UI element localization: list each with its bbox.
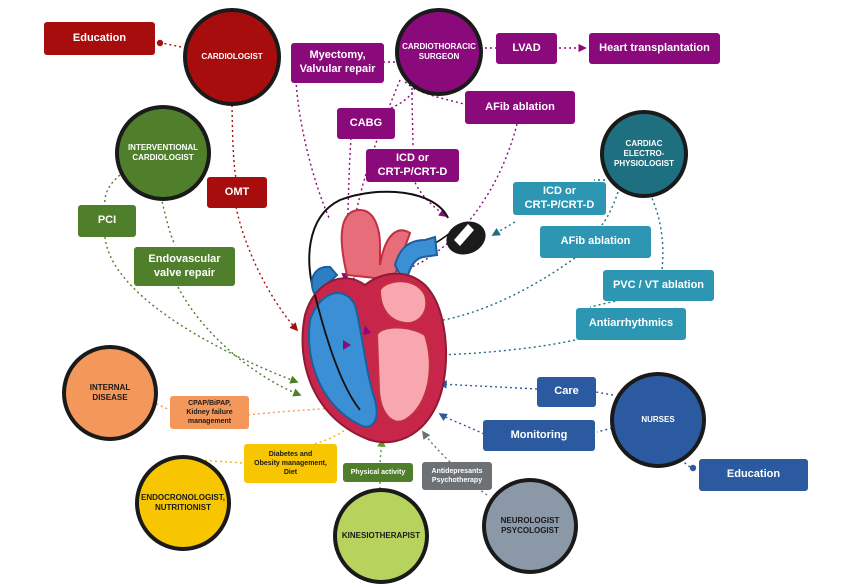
- heart-transplantation-box: Heart transplantation: [589, 33, 720, 64]
- education-box-nurses: Education: [699, 459, 808, 491]
- afib-ablation-box-ep: AFib ablation: [540, 226, 651, 258]
- icd-box-surgeon: ICD or CRT-P/CRT-D: [366, 149, 459, 182]
- cardiologist-circle: CARDIOLOGIST: [183, 8, 281, 106]
- diabetes-box: Diabetes and Obesity management, Diet: [244, 444, 337, 483]
- myectomy-box: Myectomy, Valvular repair: [291, 43, 384, 83]
- nurses-circle: NURSES: [610, 372, 706, 468]
- interventional-cardiologist-circle: INTERVENTIONAL CARDIOLOGIST: [115, 105, 211, 201]
- pci-box: PCI: [78, 205, 136, 237]
- endovascular-valve-repair-box: Endovascular valve repair: [134, 247, 235, 286]
- endocrinologist-circle: ENDOCRONOLOGIST, NUTRITIONIST: [135, 455, 231, 551]
- pvc-vt-ablation-box: PVC / VT ablation: [603, 270, 714, 301]
- antiarrhythmics-box: Antiarrhythmics: [576, 308, 686, 340]
- physical-activity-box: Physical activity: [343, 463, 413, 482]
- antidepressants-box: Antidepresants Psychotherapy: [422, 462, 492, 490]
- icd-box-ep: ICD or CRT-P/CRT-D: [513, 182, 606, 215]
- cardiothoracic-surgeon-circle: CARDIOTHORACIC SURGEON: [395, 8, 483, 96]
- heart-illustration: [301, 190, 451, 444]
- cabg-box: CABG: [337, 108, 395, 139]
- cardiac-electrophysiologist-circle: CARDIAC ELECTRO- PHYSIOLOGIST: [600, 110, 688, 198]
- kinesiotherapist-circle: KINESIOTHERAPIST: [333, 488, 429, 584]
- afib-ablation-box-surgeon: AFib ablation: [465, 91, 575, 124]
- internal-disease-circle: INTERNAL DISEASE: [62, 345, 158, 441]
- monitoring-box: Monitoring: [483, 420, 595, 451]
- neurologist-circle: NEUROLOGIST PSYCOLOGIST: [482, 478, 578, 574]
- education-box-cardiologist: Education: [44, 22, 155, 55]
- cpap-box: CPAP/BiPAP, Kidney failure management: [170, 396, 249, 429]
- pacemaker-icon: [446, 221, 486, 255]
- lvad-box: LVAD: [496, 33, 557, 64]
- care-box: Care: [537, 377, 596, 407]
- omt-box: OMT: [207, 177, 267, 208]
